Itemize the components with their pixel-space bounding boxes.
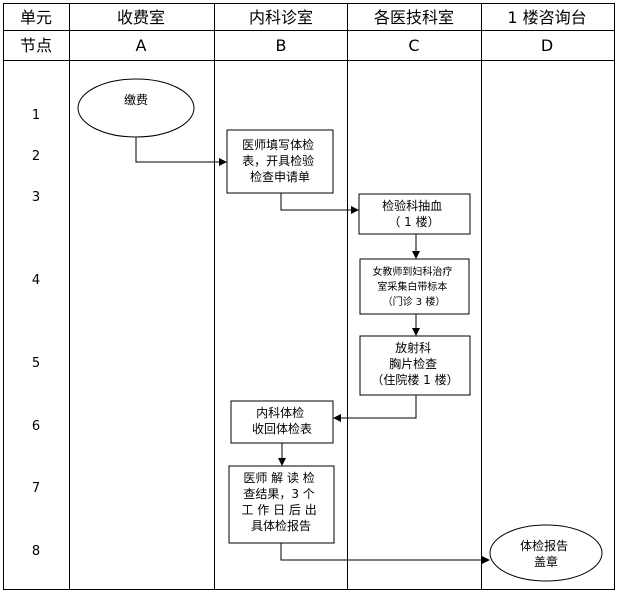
node-interpret: 医师 解 读 检 查结果，3 个 工 作 日 后 出 具体检报告 <box>228 465 335 544</box>
row-number: 2 <box>32 149 40 164</box>
lane-node-c: C <box>408 36 419 55</box>
lane-node-a: A <box>136 36 147 55</box>
arrow-interpret-to-stamp <box>280 543 490 564</box>
row-number: 4 <box>32 273 40 288</box>
node-stamp: 体检报告 盖章 <box>489 524 603 582</box>
node-pay: 缴费 <box>77 78 195 138</box>
node-xray-line: （住院楼 1 楼） <box>371 372 458 387</box>
row-number: 3 <box>32 190 40 205</box>
node-header-label: 节点 <box>20 36 52 55</box>
node-xray: 放射科 胸片检查 （住院楼 1 楼） <box>359 335 471 396</box>
unit-header-label: 单元 <box>20 8 52 27</box>
node-urine-line: 女教师到妇科治疗 <box>372 265 452 278</box>
lane-title-internal-medicine: 内科诊室 <box>249 8 313 27</box>
node-xray-line: 胸片检查 <box>389 356 437 371</box>
node-urine-text: 女教师到妇科治疗 室采集白带标本 （门诊 3 楼） <box>372 265 455 308</box>
row-number: 6 <box>32 419 40 434</box>
arrow-pay-to-doctor-form <box>135 137 227 166</box>
node-stamp-line: 体检报告 <box>520 538 568 553</box>
node-doctor-form-line: 检查申请单 <box>250 169 310 184</box>
node-stamp-line: 盖章 <box>534 554 558 569</box>
node-blood: 检验科抽血 （ 1 楼） <box>358 193 471 235</box>
node-interpret-line: 医师 解 读 检 <box>243 470 314 485</box>
node-urine-line: （门诊 3 楼） <box>383 295 446 308</box>
row-number: 1 <box>32 108 40 123</box>
lane-node-b: B <box>276 36 287 55</box>
node-interpret-line: 具体检报告 <box>251 518 311 533</box>
node-stamp-text: 体检报告 盖章 <box>520 538 572 569</box>
node-doctor-form-text: 医师填写体检 表，开具检验 检查申请单 <box>242 137 318 184</box>
lane-title-info-desk: 1 楼咨询台 <box>507 8 586 27</box>
row-number: 5 <box>32 356 40 371</box>
row-number: 7 <box>32 481 40 496</box>
lane-title-cashier: 收费室 <box>117 8 165 27</box>
node-interpret-line: 查结果，3 个 <box>243 487 314 501</box>
row-number: 8 <box>32 544 40 559</box>
node-doctor-form: 医师填写体检 表，开具检验 检查申请单 <box>226 129 334 194</box>
node-xray-line: 放射科 <box>395 340 431 355</box>
node-collect-text: 内科体检 收回体检表 <box>252 405 312 436</box>
node-urine: 女教师到妇科治疗 室采集白带标本 （门诊 3 楼） <box>359 258 470 315</box>
node-doctor-form-line: 医师填写体检 <box>242 137 314 152</box>
node-doctor-form-line: 表，开具检验 <box>242 153 314 168</box>
node-collect: 内科体检 收回体检表 <box>230 400 334 444</box>
node-blood-line: 检验科抽血 <box>382 198 442 213</box>
node-interpret-text: 医师 解 读 检 查结果，3 个 工 作 日 后 出 具体检报告 <box>241 470 320 533</box>
node-interpret-line: 工 作 日 后 出 <box>241 503 316 517</box>
arrow-doctor-form-to-blood <box>280 193 359 214</box>
node-pay-text: 缴费 <box>124 92 148 107</box>
node-blood-line: （ 1 楼） <box>388 214 439 229</box>
lane-node-d: D <box>541 36 553 55</box>
lane-title-medical-tech: 各医技科室 <box>374 8 454 27</box>
node-urine-line: 室采集白带标本 <box>377 280 447 293</box>
node-xray-text: 放射科 胸片检查 （住院楼 1 楼） <box>371 340 458 387</box>
arrow-xray-to-collect <box>333 395 417 422</box>
connectors <box>135 137 490 564</box>
node-blood-text: 检验科抽血 （ 1 楼） <box>382 198 446 229</box>
node-collect-line: 内科体检 <box>256 405 304 420</box>
node-collect-line: 收回体检表 <box>252 421 312 436</box>
node-pay-line: 缴费 <box>124 92 148 107</box>
swimlane-grid <box>3 3 615 590</box>
